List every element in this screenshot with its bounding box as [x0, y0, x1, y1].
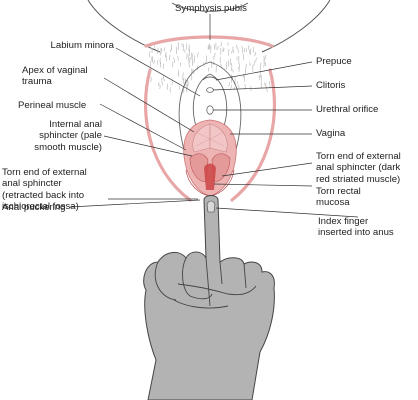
body-outline — [87, 0, 331, 53]
label-clitoris: Clitoris — [316, 80, 346, 91]
clitoris-mark — [206, 87, 214, 93]
label-prepuce: Prepuce — [316, 56, 352, 67]
urethral-orifice-mark — [206, 105, 214, 115]
perineal-tear — [183, 119, 237, 197]
label-torn-rectal-mucosa: Torn rectal mucosa — [316, 186, 361, 209]
leader-lines — [69, 14, 359, 218]
label-vagina: Vagina — [316, 128, 346, 139]
label-urethral-orifice: Urethral orifice — [316, 104, 379, 115]
label-perineal-muscle: Perineal muscle — [18, 100, 87, 111]
pubic-hair — [149, 42, 271, 93]
label-symphysis-pubis: Symphysis pubis — [175, 3, 247, 14]
label-torn-end-external-left: Torn end of external anal sphincter (ret… — [2, 167, 87, 213]
label-internal-anal-sphincter: Internal anal sphincter (pale smooth mus… — [34, 119, 102, 153]
label-labium-minora: Labium minora — [50, 40, 114, 51]
label-anal-puckering: Anal puckering — [2, 202, 66, 213]
label-index-finger: Index finger inserted into anus — [318, 216, 394, 239]
label-torn-end-external-right: Torn end of external anal sphincter (dar… — [316, 151, 401, 185]
label-apex-vaginal-trauma: Apex of vaginal trauma — [22, 65, 88, 88]
gloved-hand — [143, 195, 275, 400]
